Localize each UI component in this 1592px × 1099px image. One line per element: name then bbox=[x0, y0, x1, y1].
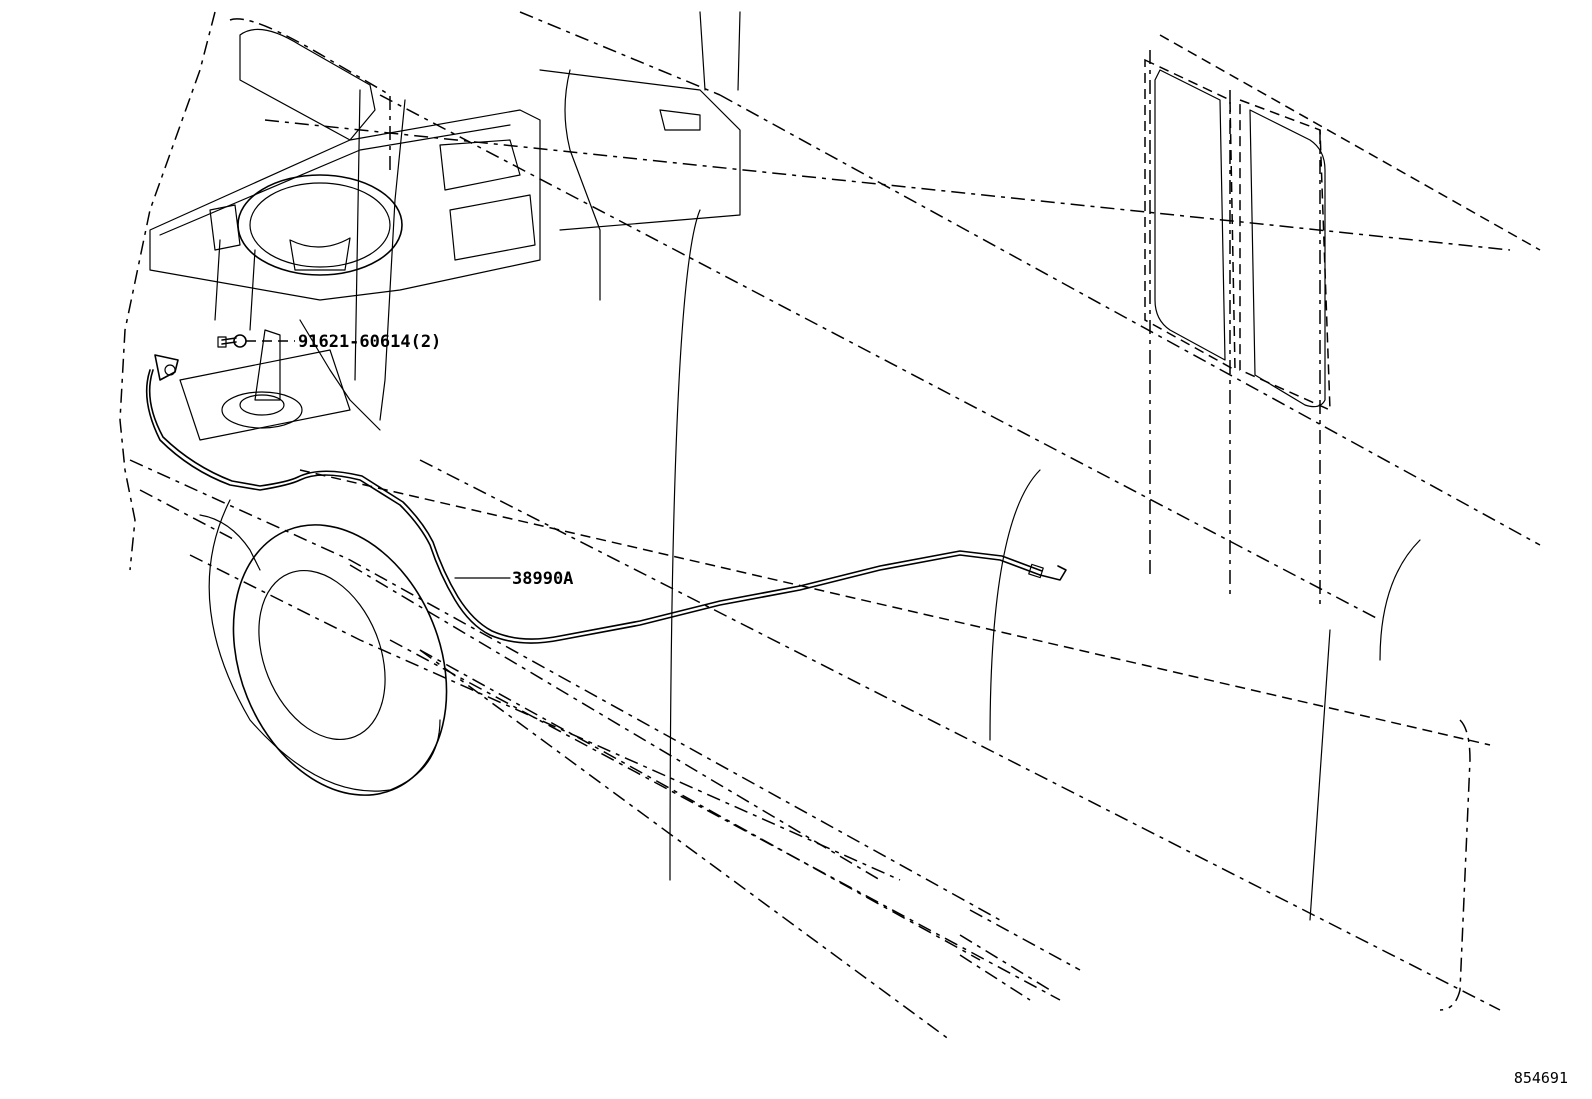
dashboard-outline bbox=[149, 69, 741, 441]
release-cable bbox=[145, 369, 1067, 644]
bolt-icon bbox=[217, 334, 247, 348]
cable-part-label[interactable]: 38990A bbox=[512, 569, 573, 589]
figure-number: 854691 bbox=[1514, 1069, 1568, 1087]
vehicle-body-outline bbox=[119, 11, 1541, 1041]
cable-bracket bbox=[154, 354, 179, 381]
bolt-part-label[interactable]: 91621-60614(2) bbox=[298, 332, 441, 352]
front-wheel bbox=[199, 499, 448, 796]
